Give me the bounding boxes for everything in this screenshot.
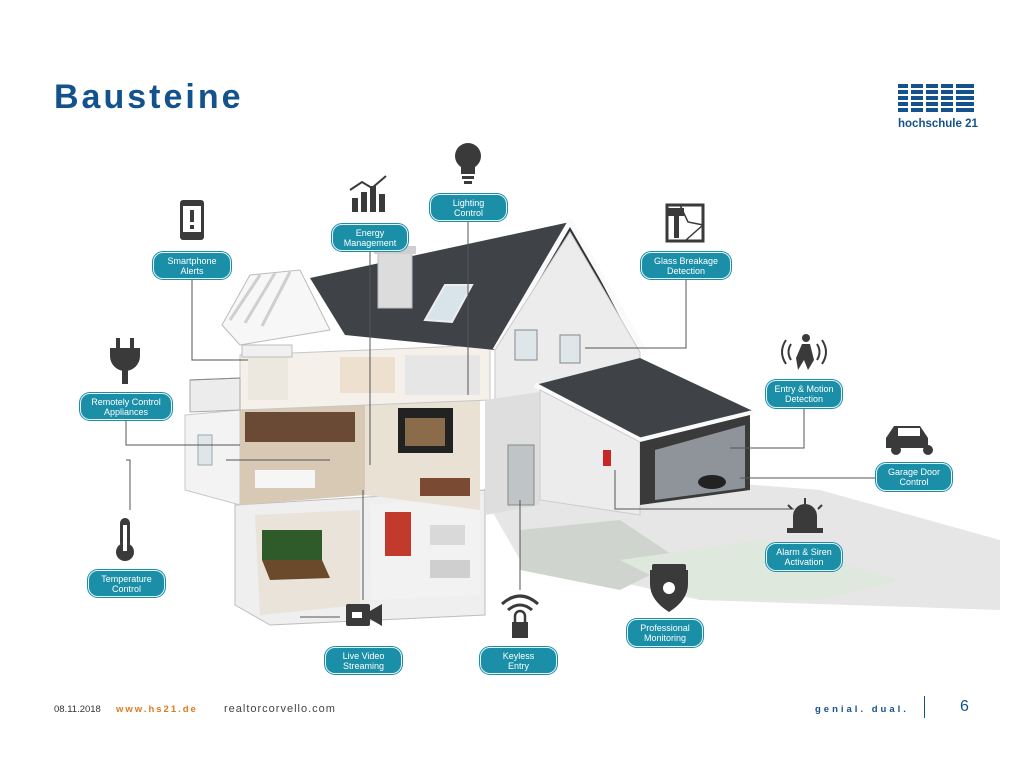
label-live-video-streaming: Live Video Streaming (325, 647, 402, 674)
label-smartphone-alerts: Smartphone Alerts (153, 252, 231, 279)
label-remotely-control-appliances: Remotely Control Appliances (80, 393, 172, 420)
bar-chart-plug-icon (349, 175, 387, 212)
video-camera-icon (346, 604, 382, 626)
label-temperature-control: Temperature Control (88, 570, 165, 597)
car-icon (886, 426, 933, 455)
wifi-lock-icon (501, 594, 539, 638)
footer-website-link[interactable]: www.hs21.de (116, 704, 198, 715)
label-alarm-siren-activation: Alarm & Siren Activation (766, 543, 842, 571)
page-title: Bausteine (54, 78, 244, 116)
label-lighting-control: Lighting Control (430, 194, 507, 221)
police-badge-icon (650, 564, 688, 612)
hammer-glass-icon (665, 203, 705, 243)
motion-person-icon (781, 334, 827, 370)
siren-icon (787, 498, 823, 533)
footer-divider (924, 696, 925, 718)
page-number: 6 (960, 698, 969, 715)
plug-wifi-icon (110, 338, 140, 384)
hochschule-logo-icon (898, 84, 974, 112)
label-entry-motion-detection: Entry & Motion Detection (766, 380, 842, 408)
label-professional-monitoring: Professional Monitoring (627, 619, 703, 647)
footer-slogan: genial. dual. (815, 704, 909, 715)
label-energy-management: Energy Management (332, 224, 408, 251)
label-glass-breakage-detection: Glass Breakage Detection (641, 252, 731, 279)
house-illustration (184, 217, 756, 626)
logo-text: hochschule 21 (898, 118, 978, 130)
label-garage-door-control: Garage Door Control (876, 463, 952, 491)
lightbulb-icon (455, 143, 481, 184)
label-keyless-entry: Keyless Entry (480, 647, 557, 674)
footer-date: 08.11.2018 (54, 704, 101, 715)
footer-source: realtorcorvello.com (224, 703, 336, 715)
thermometer-icon (116, 518, 134, 561)
connector-lines (125, 221, 876, 618)
smartphone-alert-icon (180, 200, 204, 240)
